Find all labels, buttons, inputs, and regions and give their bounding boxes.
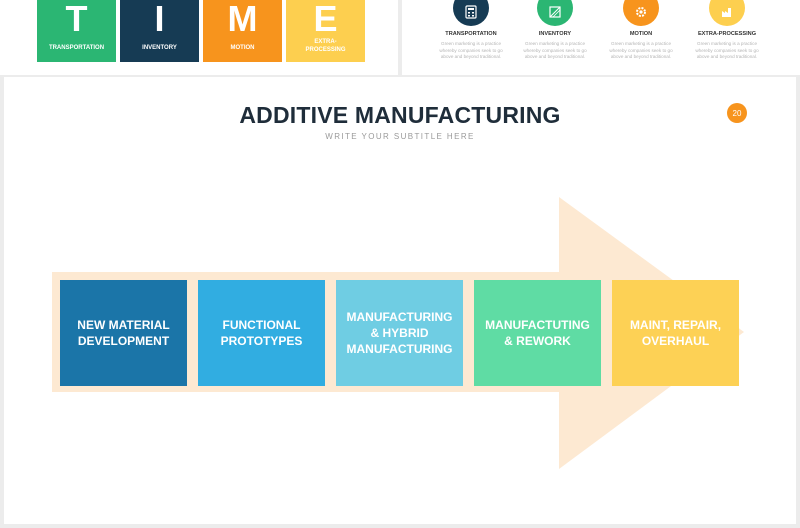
slide-subtitle: WRITE YOUR SUBTITLE HERE xyxy=(325,132,475,141)
tile-motion: M MOTION xyxy=(203,0,282,62)
feature-title: EXTRA-PROCESSING xyxy=(697,31,757,37)
slide-title: ADDITIVE MANUFACTURING xyxy=(239,102,561,128)
tile-extra-processing: E EXTRA- PROCESSING xyxy=(286,0,365,62)
feature-title: INVENTORY xyxy=(538,31,572,37)
feature-title: MOTION xyxy=(629,31,653,37)
tile-label: INVENTORY xyxy=(142,45,177,51)
step-functional-prototypes: FUNCTIONAL PROTOTYPES xyxy=(198,280,325,386)
step-maint-repair-overhaul: MAINT, REPAIR, OVERHAUL xyxy=(612,280,739,386)
feature-description: Green marketing is a practice whereby co… xyxy=(695,41,759,59)
tile-letter: E xyxy=(313,0,338,39)
feature-description: Green marketing is a practice whereby co… xyxy=(609,41,673,59)
box-icon xyxy=(537,0,573,26)
tile-transportation: T TRANSPORTATION xyxy=(37,0,116,62)
feature-description: Green marketing is a practice whereby co… xyxy=(439,41,503,59)
step-manufacturing-rework: MANUFACTUTING & REWORK xyxy=(474,280,601,386)
feature-description: Green marketing is a practice whereby co… xyxy=(523,41,587,59)
factory-icon xyxy=(709,0,745,26)
tile-letter: M xyxy=(227,0,258,39)
previous-slide-left[interactable]: T TRANSPORTATION I INVENTORY M MOTION E … xyxy=(0,0,398,75)
step-new-material-development: NEW MATERIAL DEVELOPMENT xyxy=(60,280,187,386)
tile-inventory: I INVENTORY xyxy=(120,0,199,62)
step-hybrid-manufacturing: MANUFACTURING & HYBRID MANUFACTURING xyxy=(336,280,463,386)
calculator-icon xyxy=(453,0,489,26)
tile-label: EXTRA- PROCESSING xyxy=(305,39,346,53)
main-slide[interactable]: ADDITIVE MANUFACTURING WRITE YOUR SUBTIT… xyxy=(4,77,796,524)
previous-slide-right[interactable]: TRANSPORTATION Green marketing is a prac… xyxy=(402,0,800,75)
tile-letter: I xyxy=(154,0,165,39)
tile-letter: T xyxy=(65,0,88,39)
gear-icon xyxy=(623,0,659,26)
feature-title: TRANSPORTATION xyxy=(445,31,497,37)
tile-label: TRANSPORTATION xyxy=(48,45,105,51)
tile-label: MOTION xyxy=(230,45,255,51)
page-number-badge: 20 xyxy=(727,103,747,123)
